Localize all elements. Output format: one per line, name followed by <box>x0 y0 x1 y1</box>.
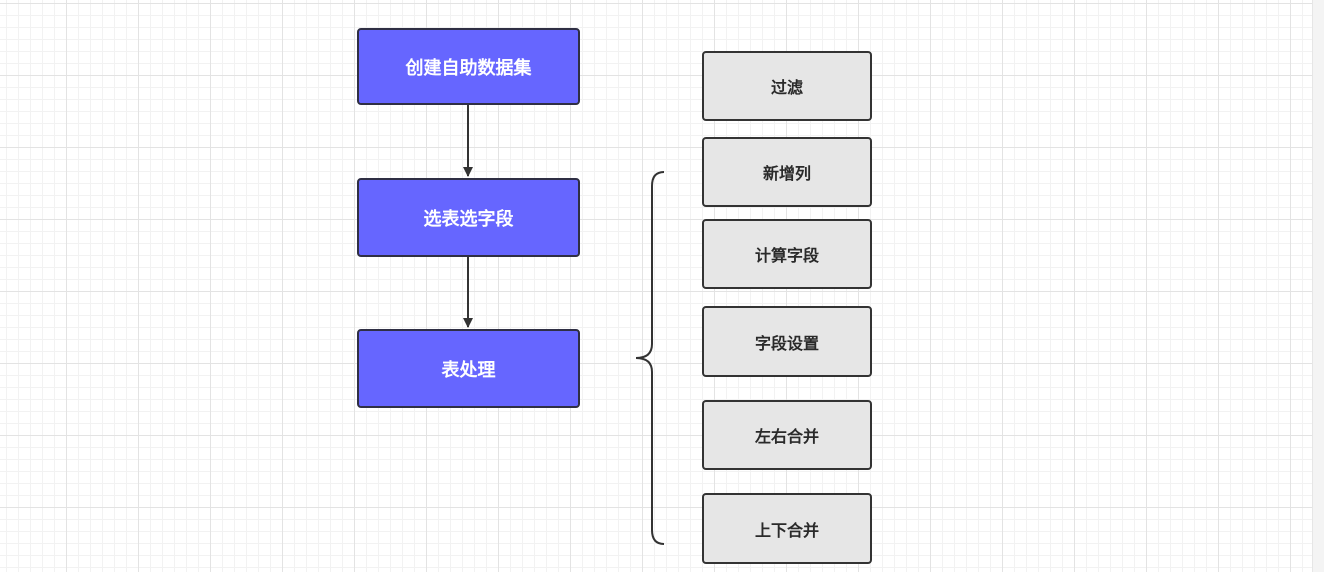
op-calculated-field[interactable]: 计算字段 <box>702 219 872 289</box>
op-label: 字段设置 <box>754 333 819 353</box>
op-label: 计算字段 <box>754 246 819 265</box>
step-create-self-service-dataset[interactable]: 创建自助数据集 <box>357 28 580 105</box>
step-select-table-and-fields[interactable]: 选表选字段 <box>357 178 580 257</box>
op-label: 上下合并 <box>754 520 819 540</box>
op-label: 过滤 <box>770 78 803 97</box>
op-filter[interactable]: 过滤 <box>702 51 872 121</box>
curly-brace <box>635 171 665 545</box>
op-top-bottom-merge[interactable]: 上下合并 <box>702 493 872 564</box>
vertical-scrollbar[interactable] <box>1312 0 1324 572</box>
step-label: 选表选字段 <box>423 208 514 230</box>
op-label: 新增列 <box>762 164 811 183</box>
op-label: 左右合并 <box>754 427 819 446</box>
step-label: 表处理 <box>441 359 496 381</box>
op-left-right-merge[interactable]: 左右合并 <box>702 400 872 470</box>
step-label: 创建自助数据集 <box>405 57 532 79</box>
step-table-processing[interactable]: 表处理 <box>357 329 580 408</box>
op-add-column[interactable]: 新增列 <box>702 137 872 207</box>
op-field-settings[interactable]: 字段设置 <box>702 306 872 377</box>
